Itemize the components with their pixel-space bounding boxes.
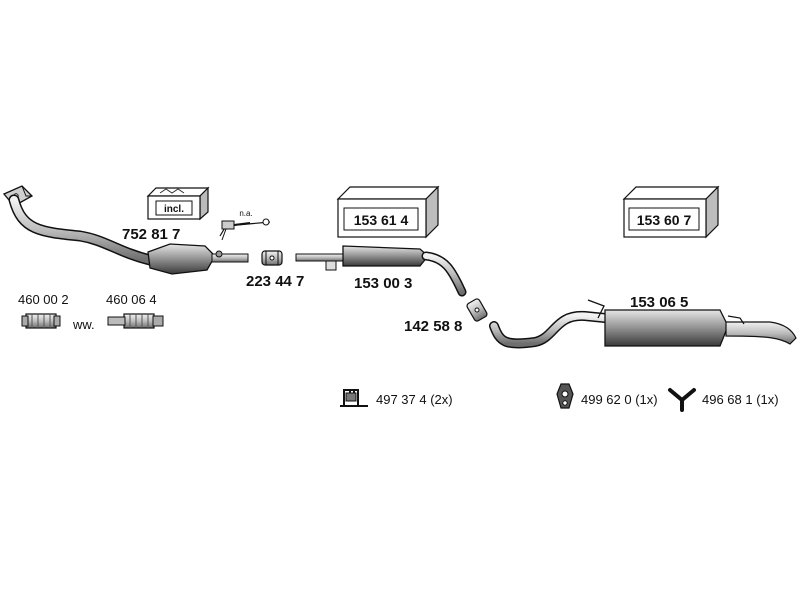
not-available-label: n.a.	[239, 209, 252, 218]
mounting-bracket-icon[interactable]	[340, 389, 368, 407]
clamp-223447[interactable]	[261, 250, 283, 266]
part-number-223447: 223 44 7	[246, 273, 304, 290]
lambda-sensor[interactable]	[219, 218, 271, 241]
alternative-label: ww.	[72, 317, 95, 332]
part-number-460002: 460 00 2	[18, 292, 69, 307]
package-box-153607	[622, 185, 720, 239]
clamp-142588[interactable]	[466, 298, 488, 322]
included-gasket-box	[146, 186, 210, 221]
part-number-153065: 153 06 5	[630, 294, 688, 311]
rear-pipe-rear-muffler[interactable]	[489, 299, 797, 349]
accessory-496681: 496 68 1 (1x)	[702, 392, 779, 407]
front-pipe-catalytic-converter[interactable]	[2, 185, 249, 275]
flex-pipe-460064[interactable]	[107, 313, 164, 329]
center-pipe-middle-muffler[interactable]	[295, 245, 467, 297]
part-number-153003: 153 00 3	[354, 275, 412, 292]
package-box-153614	[336, 185, 440, 239]
part-number-460064: 460 06 4	[106, 292, 157, 307]
rubber-mount-icon[interactable]	[556, 383, 574, 409]
included-label: incl.	[164, 204, 184, 215]
part-number-752817: 752 81 7	[122, 226, 180, 243]
flex-pipe-460002[interactable]	[21, 313, 61, 329]
accessory-497374: 497 37 4 (2x)	[376, 392, 453, 407]
box-number-153607: 153 60 7	[637, 212, 692, 228]
box-number-153614: 153 61 4	[354, 212, 409, 228]
y-hanger-icon[interactable]	[668, 388, 696, 412]
accessory-499620: 499 62 0 (1x)	[581, 392, 658, 407]
part-number-142588: 142 58 8	[404, 318, 462, 335]
